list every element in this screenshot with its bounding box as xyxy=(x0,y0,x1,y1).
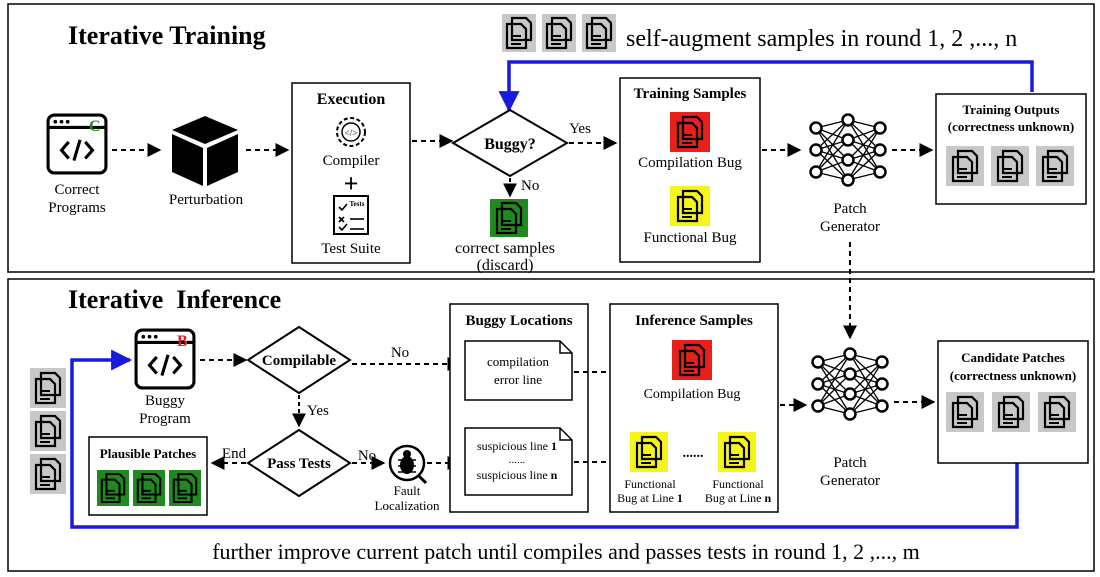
candidate-patches-title-2: (correctness unknown) xyxy=(950,368,1077,383)
augment-sample-icons xyxy=(502,14,616,52)
functional-bug-ellipsis: ...... xyxy=(683,446,704,461)
neural-network-icon xyxy=(809,113,887,187)
yes-compile-label: Yes xyxy=(307,403,329,419)
patch-generator-label-2: Generator xyxy=(820,219,880,235)
bug-magnifier-icon xyxy=(388,444,428,485)
training-outputs-title-2: (correctness unknown) xyxy=(948,119,1075,134)
suspicious-line-n: suspicious line n xyxy=(477,468,558,482)
training-samples-box xyxy=(619,77,761,263)
perturbation-label: Perturbation xyxy=(169,192,244,208)
candidate-patches-title-1: Candidate Patches xyxy=(961,350,1065,365)
buggy-decision xyxy=(451,108,569,178)
inference-samples-box xyxy=(609,303,779,513)
training-title: Iterative Training xyxy=(68,21,266,50)
fault-localization-label-2: Localization xyxy=(375,498,440,513)
correct-sample xyxy=(490,199,528,237)
end-label: End xyxy=(222,446,247,462)
inference-title: Iterative Inference xyxy=(68,285,281,314)
functional-bug-1-label-1: Functional xyxy=(624,477,676,491)
suspicious-line-1: suspicious line 1 xyxy=(477,439,557,453)
box-icon xyxy=(172,116,238,186)
functional-bug-n-label-1: Functional xyxy=(712,477,764,491)
buggy-program-label-2: Program xyxy=(139,411,191,427)
suspicious-line-n-number: n xyxy=(551,468,558,482)
no-tests-label: No xyxy=(358,448,376,464)
test-suite-label: Test Suite xyxy=(321,241,381,257)
buggy-program-badge: B xyxy=(177,333,188,350)
inference-generator-label-2: Generator xyxy=(820,473,880,489)
inference-generator-label-1: Patch xyxy=(833,455,867,471)
compilation-error-line-2: error line xyxy=(494,372,542,387)
patch-generator-label-1: Patch xyxy=(833,201,867,217)
execution-title: Execution xyxy=(317,91,386,108)
training-panel xyxy=(7,3,1095,273)
test-checklist-icon xyxy=(333,195,369,235)
compilable-decision xyxy=(246,325,352,395)
fault-localization-label-1: Fault xyxy=(394,483,421,498)
correct-programs-badge: C xyxy=(89,118,101,135)
plausible-patches-title: Plausible Patches xyxy=(100,446,196,461)
inference-samples-title: Inference Samples xyxy=(635,313,753,329)
suspicious-line-1-prefix: suspicious line xyxy=(477,439,551,453)
correct-programs-label-1: Correct xyxy=(55,182,101,198)
functional-bug-1-prefix: Bug at Line xyxy=(617,491,677,505)
functional-bug-label: Functional Bug xyxy=(644,230,737,246)
no-compile-label: No xyxy=(391,345,409,361)
functional-bug-1-number: 1 xyxy=(677,491,683,505)
buggy-decision-label: Buggy? xyxy=(484,136,536,153)
functional-bug-n-number: n xyxy=(764,491,771,505)
suspicious-line-n-prefix: suspicious line xyxy=(477,468,551,482)
compilation-error-doc xyxy=(464,340,573,401)
neural-network-icon xyxy=(811,347,889,421)
svg-text:</>: </> xyxy=(345,128,358,138)
correct-samples-label-2: (discard) xyxy=(477,257,534,274)
compiler-gear-icon: </> xyxy=(336,117,366,147)
no-label: No xyxy=(521,178,539,194)
functional-bug-n-prefix: Bug at Line xyxy=(705,491,765,505)
compiler-label: Compiler xyxy=(323,153,380,169)
compilation-error-line-1: compilation xyxy=(487,354,550,369)
pass-tests-decision-label: Pass Tests xyxy=(267,456,331,472)
yes-label: Yes xyxy=(569,121,591,137)
buggy-locations-title: Buggy Locations xyxy=(465,313,572,329)
buggy-program-label-1: Buggy xyxy=(145,393,186,409)
plus-sign: + xyxy=(344,169,359,198)
suspicious-lines-doc xyxy=(464,427,573,496)
tests-icon-label: Tests xyxy=(350,200,365,208)
suspicious-line-1-number: 1 xyxy=(551,439,557,453)
compilation-bug-sample xyxy=(670,112,710,152)
inference-compilation-bug-sample xyxy=(672,340,712,380)
training-samples-title: Training Samples xyxy=(634,86,747,102)
training-loop-arrow xyxy=(498,60,1034,113)
compilation-bug-label: Compilation Bug xyxy=(638,155,742,171)
augment-caption: self-augment samples in round 1, 2 ,...,… xyxy=(626,26,1017,52)
training-outputs-title-1: Training Outputs xyxy=(963,102,1060,117)
input-sample-stack xyxy=(30,368,66,494)
suspicious-dots: ...... xyxy=(509,454,526,466)
inference-panel xyxy=(7,278,1095,572)
pass-tests-decision xyxy=(246,428,352,498)
functional-bug-1-label-2: Bug at Line 1 xyxy=(617,491,683,505)
inference-compilation-bug-label: Compilation Bug xyxy=(644,387,741,402)
functional-bug-sample xyxy=(670,186,710,226)
functional-bug-n-label-2: Bug at Line n xyxy=(705,491,772,505)
improve-caption: further improve current patch until comp… xyxy=(212,539,920,564)
correct-programs-label-2: Programs xyxy=(48,200,106,216)
inference-loop-arrow xyxy=(70,349,1019,529)
correct-samples-label-1: correct samples xyxy=(455,240,555,257)
compilable-decision-label: Compilable xyxy=(262,353,337,369)
